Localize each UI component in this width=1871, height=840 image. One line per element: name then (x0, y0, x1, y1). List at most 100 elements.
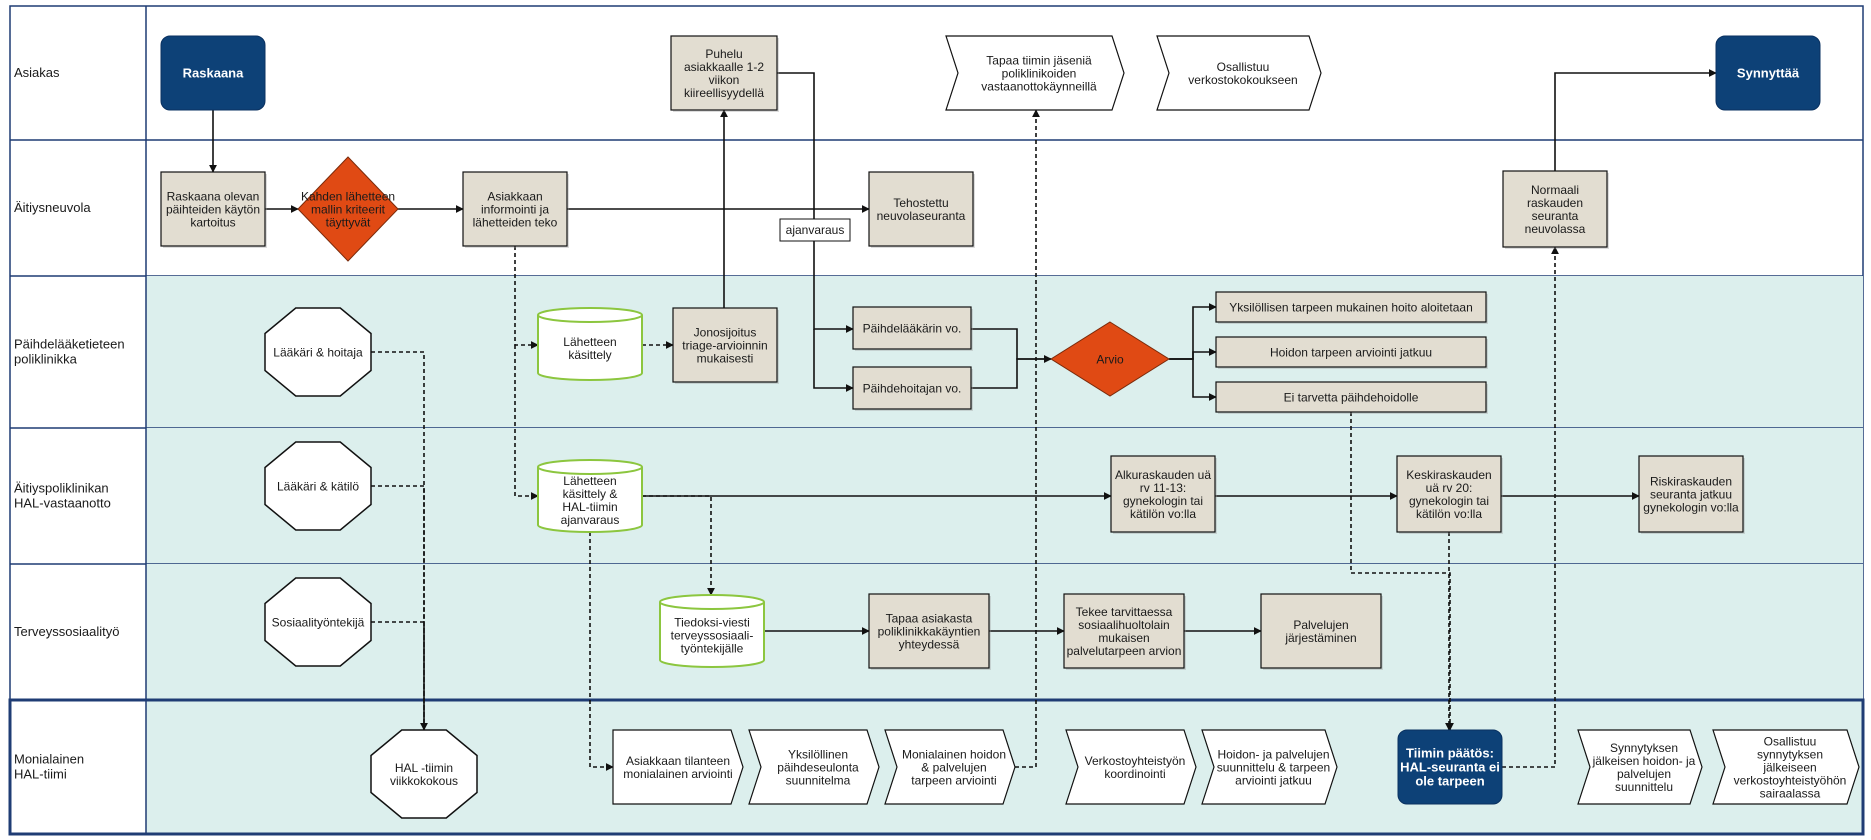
node-label: viikkokokous (390, 774, 458, 788)
node-label: Jonosijoitus (694, 325, 757, 339)
lane-label: poliklinikka (14, 352, 78, 367)
node-label: Lääkäri & kätilö (277, 479, 359, 493)
lane-label: Äitiyspoliklinikan (14, 481, 109, 496)
node-label: Yksilöllinen (788, 747, 848, 761)
node-label: yhteydessä (899, 637, 960, 651)
node-label: informointi ja (481, 202, 549, 216)
node-label: arviointi jatkuu (1235, 773, 1312, 787)
node-label: seuranta (1532, 209, 1579, 223)
node-label: Päihdelääkärin vo. (863, 321, 962, 335)
node-label: Tiimin päätös: (1406, 746, 1494, 761)
node-label: terveyssosiaali- (671, 628, 754, 642)
edge-ei-tiimin (1350, 412, 1454, 731)
node-label: työntekijälle (681, 641, 744, 655)
node-tekee: Tekee tarvittaessasosiaalihuoltolainmuka… (1063, 593, 1186, 670)
node-tiedoksi: Tiedoksi-viestiterveyssosiaali-työntekij… (659, 594, 765, 668)
node-label: Hoidon- ja palvelujen (1217, 747, 1329, 761)
node-label: sairaalassa (1760, 786, 1821, 800)
lane-label: Asiakas (14, 65, 60, 80)
node-label: sosiaalihuoltolain (1078, 618, 1169, 632)
node-label: Asiakkaan tilanteen (626, 754, 730, 768)
edge-sosiaali-hal (371, 621, 425, 730)
node-label: Raskaana (183, 66, 244, 81)
node-label: Osallistuu (1764, 734, 1817, 748)
node-label: Monialainen hoidon (902, 747, 1006, 761)
node-label: Lääkäri & hoitaja (273, 345, 363, 359)
node-label: tarpeen arviointi (911, 773, 996, 787)
node-label: koordinointi (1104, 767, 1165, 781)
node-label: mukaisesti (697, 351, 754, 365)
node-label: päihdeseulonta (777, 760, 859, 774)
node-label: neuvolassa (1525, 222, 1586, 236)
node-label: & palvelujen (921, 760, 986, 774)
node-label: suunnittelu & tarpeen (1217, 760, 1330, 774)
node-label: Lähetteen (563, 335, 616, 349)
node-label: triage-arvioinnin (682, 338, 767, 352)
node-tapaa-tiimin: Tapaa tiimin jäseniäpoliklinikoidenvasta… (945, 35, 1125, 111)
node-label: Synnyttää (1737, 66, 1800, 81)
node-label: järjestäminen (1284, 631, 1356, 645)
edge-arvio-ei (1169, 358, 1217, 401)
node-label: jälkeisen hoidon- ja (1592, 754, 1696, 768)
node-label: poliklinikkakäyntien (878, 624, 981, 638)
edge-tiimin-normaali (1502, 246, 1559, 768)
lane-label: Monialainen (14, 752, 84, 767)
node-label: Osallistuu (1217, 60, 1270, 74)
node-label: käsittely (568, 348, 611, 362)
node-label: asiakkaalle 1-2 (684, 60, 764, 74)
lane-aitiysneuvola: Äitiysneuvola (14, 200, 91, 215)
node-label: Verkostoyhteistyön (1085, 754, 1186, 768)
node-hoidon-tarpeen: Hoidon tarpeen arviointi jatkuu (1215, 336, 1488, 369)
node-label: Ei tarvetta päihdehoidolle (1284, 390, 1419, 404)
lane-terveys: Terveyssosiaalityö (14, 624, 120, 639)
lane-label: HAL-vastaanotto (14, 496, 111, 511)
node-label: uä rv 20: (1426, 481, 1473, 495)
node-paihdelaakari: Päihdelääkärin vo. (852, 306, 973, 351)
node-label: Tapaa tiimin jäseniä (986, 53, 1092, 67)
node-label: vastaanottokäynneillä (981, 79, 1097, 93)
node-label: Asiakkaan (487, 189, 542, 203)
lane-asiakas: Asiakas (14, 65, 60, 80)
edge-label-text: ajanvaraus (786, 223, 845, 237)
node-label: Päihdehoitajan vo. (863, 381, 962, 395)
node-label: raskauden (1527, 196, 1583, 210)
node-label: Yksilöllisen tarpeen mukainen hoito aloi… (1229, 300, 1473, 314)
lane-label: Päihdelääketieteen (14, 337, 125, 352)
node-label: Synnytyksen (1610, 741, 1678, 755)
node-label: Keskiraskauden (1406, 468, 1491, 482)
node-label: neuvolaseuranta (877, 209, 966, 223)
node-label: Kahden lähetteen (301, 189, 395, 203)
node-arvio: Arvio (1050, 321, 1170, 397)
node-label: käsittely & (563, 487, 618, 501)
node-synnyttaa: Synnyttää (1715, 35, 1821, 111)
edge-monialainen-tapaa (1015, 109, 1040, 768)
node-label: kartoitus (190, 215, 235, 229)
node-raskaana: Raskaana (160, 35, 266, 111)
lane-label: Äitiysneuvola (14, 200, 91, 215)
node-label: palvelutarpeen arvion (1067, 644, 1182, 658)
node-label: Lähetteen (563, 474, 616, 488)
node-label: Normaali (1531, 183, 1579, 197)
edge-paihdehoitaja-arvio (971, 355, 1052, 389)
node-label: Tehostettu (893, 196, 948, 210)
node-label: rv 11-13: (1140, 481, 1186, 495)
edge-puhelu-paihde (777, 72, 854, 333)
node-label: kiireellisyydellä (684, 86, 764, 100)
node-label: Arvio (1096, 352, 1124, 366)
node-label: palvelujen (1617, 767, 1671, 781)
